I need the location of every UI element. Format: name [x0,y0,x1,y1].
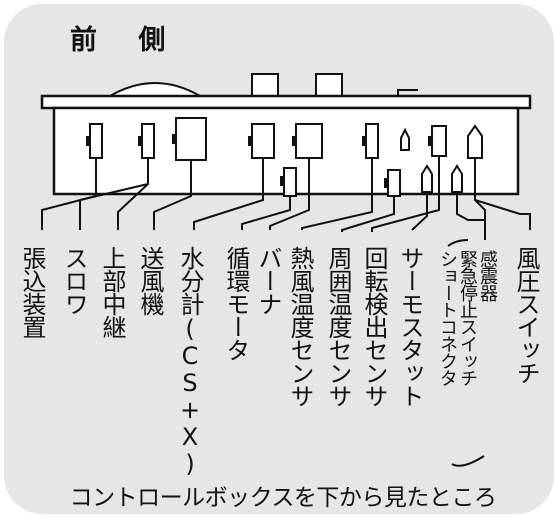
label-blower: 送風機 [136,246,164,315]
label-pressure-switch: 風圧スイッチ [512,246,540,384]
label-circulation-motor: 循環モータ [222,246,250,361]
leader-lines [41,156,531,240]
label-upper-relay: 上部中継 [98,246,126,338]
label-emergency-stop: 緊急停止スイッチ [457,250,478,386]
label-ambient-sensor: 周囲温度センサ [324,246,352,407]
label-harikomi: 張込装置 [18,246,46,338]
label-burner: バーナ [254,246,282,315]
top-small-slope [397,89,418,96]
label-seismic-sensor: 感震器 [477,250,498,301]
connector-thermostat [421,164,433,193]
connector-hot-air-sensor [362,123,379,159]
top-tab-left [251,73,279,97]
connector-thermostat-upper [400,127,410,151]
connector-pressure-switch [467,124,483,159]
label-short-connector: ショートコネクタ [437,250,458,386]
connector-blower [292,123,323,159]
bracket-top [447,239,469,247]
connector-short [451,164,463,193]
bracket-bottom [451,455,485,467]
page-title: 前 側 [70,25,182,56]
control-box-top-strip [40,94,532,110]
label-thermostat: サーモスタット [396,246,424,407]
label-rotation-sensor: 回転検出センサ [360,246,388,407]
connector-circulation-motor [248,123,275,159]
connector-moisture [172,117,207,161]
label-moisture-meter: 水分計(CS+X) [176,246,204,477]
label-surowa: スロワ [60,246,88,315]
label-hot-air-sensor: 熱風温度センサ [286,246,314,407]
caption: コントロールボックスを下から見たところ [69,485,497,511]
top-tab-right [315,73,343,97]
